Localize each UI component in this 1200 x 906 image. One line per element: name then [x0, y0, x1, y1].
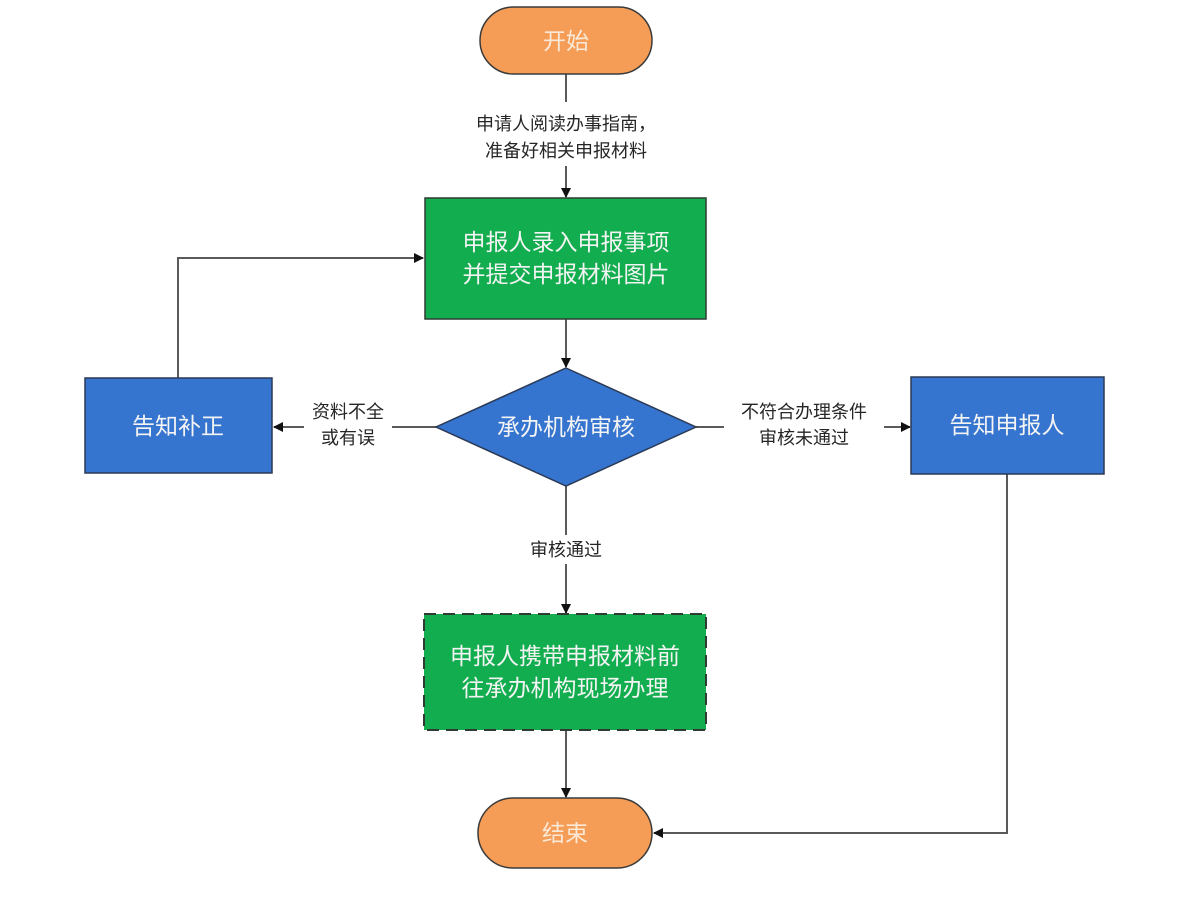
submit-label-line-2: 并提交申报材料图片 [463, 262, 670, 288]
onsite-process-box: 申报人携带申报材料前 往承办机构现场办理 [423, 613, 707, 731]
onsite-label-line-1: 申报人携带申报材料前 [450, 644, 680, 670]
review-decision-diamond: 承办机构审核 [434, 367, 698, 487]
end-label: 结束 [542, 821, 588, 847]
start-label: 开始 [543, 29, 589, 55]
submit-label-line-1: 申报人录入申报事项 [463, 230, 670, 256]
edge-correction-to-submit [177, 253, 424, 378]
correction-label: 告知补正 [132, 414, 224, 440]
edge-label-start-to-submit-line-1: 申请人阅读办事指南， [476, 114, 656, 135]
edge-label-correction-line-2: 或有误 [321, 428, 375, 449]
edge-label-start-to-submit-line-2: 准备好相关申报材料 [485, 141, 647, 162]
end-terminal: 结束 [477, 797, 653, 869]
edge-review-to-notify: 不符合办理条件 审核未通过 [696, 402, 911, 449]
submit-process-box: 申报人录入申报事项 并提交申报材料图片 [424, 197, 707, 320]
review-label: 承办机构审核 [497, 415, 635, 441]
edge-label-approved: 审核通过 [530, 540, 602, 561]
edge-label-notify-line-1: 不符合办理条件 [741, 402, 867, 423]
edge-review-to-correction: 资料不全 或有误 [273, 402, 436, 449]
edge-label-notify-line-2: 审核未通过 [759, 428, 849, 449]
notify-label: 告知申报人 [950, 413, 1065, 439]
correction-box: 告知补正 [84, 377, 273, 474]
onsite-label-line-2: 往承办机构现场办理 [462, 676, 669, 702]
edge-label-correction-line-1: 资料不全 [312, 402, 384, 423]
start-terminal: 开始 [479, 6, 653, 75]
notify-box: 告知申报人 [910, 376, 1105, 475]
edge-review-to-onsite: 审核通过 [530, 486, 602, 614]
edge-notify-to-end [653, 474, 1008, 838]
edge-start-to-submit: 申请人阅读办事指南， 准备好相关申报材料 [476, 74, 656, 198]
